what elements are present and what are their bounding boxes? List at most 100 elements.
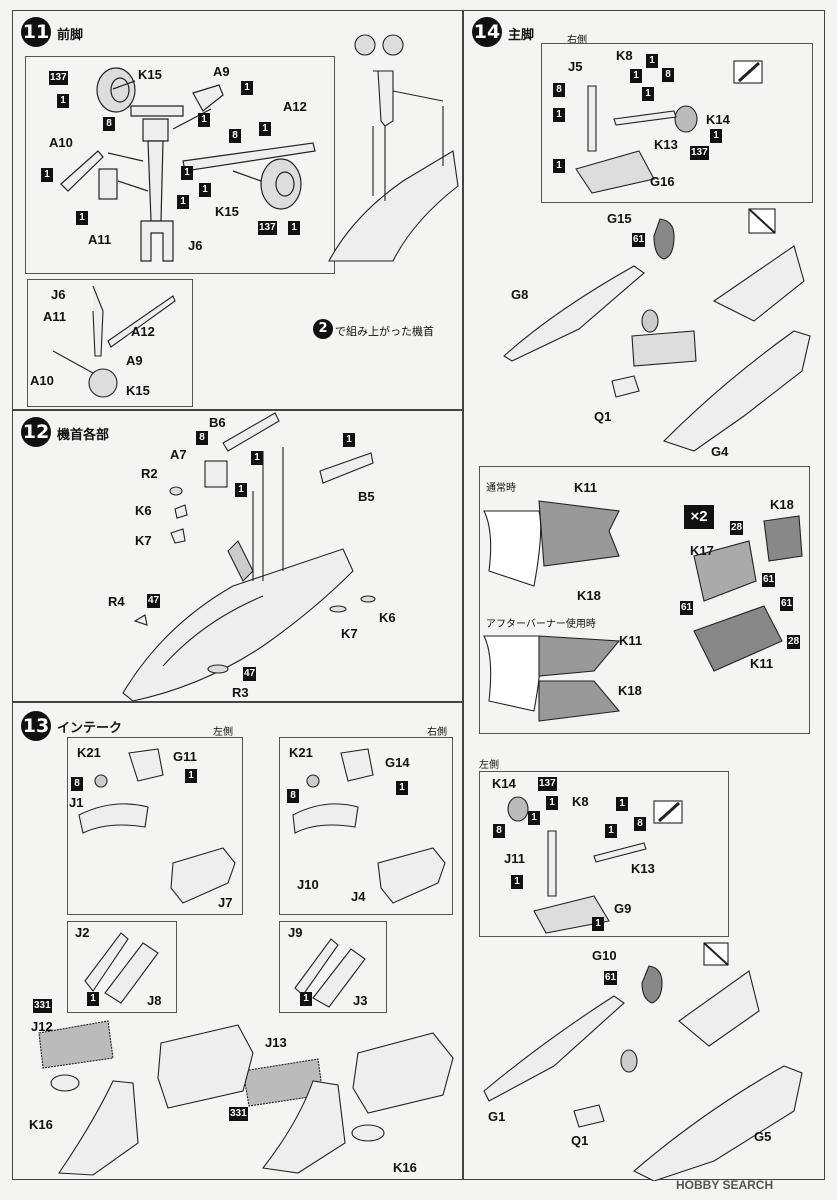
part-J5: J5: [568, 59, 583, 74]
nozzle-box: [479, 466, 810, 734]
paint-code-1: 1: [76, 211, 88, 225]
paint-code-1: 1: [343, 433, 355, 447]
part-J11: J11: [504, 851, 525, 866]
part-A12: A12: [131, 324, 155, 339]
part-K11: K11: [574, 480, 598, 495]
part-J6: J6: [51, 287, 66, 302]
step-number: 14: [472, 17, 502, 47]
part-K18: K18: [577, 588, 601, 603]
part-G1: G1: [488, 1109, 506, 1124]
part-A11: A11: [43, 309, 67, 324]
part-K21: K21: [77, 745, 101, 760]
part-G11: G11: [173, 749, 197, 764]
part-J7: J7: [218, 895, 233, 910]
paint-code-1: 1: [630, 69, 642, 83]
nose-gear-exploded-box: [25, 56, 335, 274]
part-K13: K13: [654, 137, 678, 152]
part-J2: J2: [75, 925, 90, 940]
paint-code-1: 1: [592, 917, 604, 931]
paint-code-1: 1: [396, 781, 408, 795]
part-K15: K15: [215, 204, 239, 219]
paint-code-8: 8: [634, 817, 646, 831]
paint-code-1: 1: [57, 94, 69, 108]
paint-code-61: 61: [762, 573, 776, 587]
paint-code-1: 1: [181, 166, 193, 180]
part-K15: K15: [138, 67, 162, 82]
paint-code-1: 1: [185, 769, 197, 783]
nose-gear-drawing: [52, 34, 459, 398]
step-title: 前脚: [57, 28, 84, 43]
step-reference-circle: 2: [313, 319, 333, 339]
paint-code-8: 8: [229, 129, 241, 143]
step-title: 機首各部: [57, 428, 110, 443]
part-K11: K11: [750, 656, 774, 671]
part-J10: J10: [297, 877, 319, 892]
part-K18: K18: [770, 497, 794, 512]
part-G9: G9: [614, 901, 632, 916]
paint-code-8: 8: [553, 83, 565, 97]
paint-code-137: 137: [690, 146, 709, 160]
nose-parts-drawing: [122, 412, 376, 702]
nose-assembled-note: で組み上がった機首: [335, 325, 434, 338]
paint-code-28: 28: [787, 635, 801, 649]
paint-code-331: 331: [229, 1107, 248, 1121]
part-A10: A10: [30, 373, 54, 388]
part-J8: J8: [147, 993, 162, 1008]
nose-gear-assembled-box: [27, 279, 193, 407]
step-11-panel: 11 前脚: [12, 10, 463, 410]
part-R4: R4: [108, 594, 125, 609]
part-J6: J6: [188, 238, 203, 253]
step-number: 11: [21, 17, 51, 47]
paint-code-61: 61: [632, 233, 646, 247]
paint-code-1: 1: [710, 129, 722, 143]
watermark-brand: HOBBY SEARCH: [676, 1178, 774, 1192]
paint-code-8: 8: [662, 68, 674, 82]
step-title: インテーク: [57, 721, 123, 736]
part-K15: K15: [126, 383, 150, 398]
part-K6: K6: [379, 610, 396, 625]
part-Q1: Q1: [571, 1133, 589, 1148]
paint-code-1: 1: [553, 159, 565, 173]
paint-code-1: 1: [646, 54, 658, 68]
part-K8: K8: [616, 48, 633, 63]
part-K14: K14: [706, 112, 730, 127]
paint-code-1: 1: [241, 81, 253, 95]
paint-code-1: 1: [198, 113, 210, 127]
paint-code-137: 137: [258, 221, 277, 235]
part-A9: A9: [213, 64, 230, 79]
left-main-gear-box: [479, 771, 729, 937]
part-R2: R2: [141, 466, 158, 481]
paint-code-1: 1: [546, 796, 558, 810]
part-K18: K18: [618, 683, 642, 698]
paint-code-47: 47: [147, 594, 161, 608]
step-number: 12: [21, 417, 51, 447]
part-K14: K14: [492, 776, 516, 791]
paint-code-1: 1: [605, 824, 617, 838]
part-J12: J12: [31, 1019, 53, 1034]
left-side-label: 左側: [213, 727, 233, 738]
paint-code-1: 1: [528, 811, 540, 825]
paint-code-61: 61: [780, 597, 794, 611]
paint-code-1: 1: [251, 451, 263, 465]
part-J3: J3: [353, 993, 368, 1008]
paint-code-1: 1: [616, 797, 628, 811]
intake-drawing: [38, 748, 454, 1176]
part-K11: K11: [619, 633, 643, 648]
part-J1: J1: [69, 795, 84, 810]
right-side-label: 右側: [427, 727, 447, 738]
paint-code-28: 28: [730, 521, 744, 535]
part-K7: K7: [341, 626, 358, 641]
part-B5: B5: [358, 489, 375, 504]
part-G10: G10: [592, 948, 617, 963]
step-13-panel: 13 インテーク 左側 右側 K21: [12, 702, 463, 1180]
paint-code-1: 1: [511, 875, 523, 889]
right-side-label: 右側: [567, 35, 587, 46]
part-G8: G8: [511, 287, 529, 302]
part-G15: G15: [607, 211, 632, 226]
step-14-panel: 14 主脚 右側 左側: [463, 10, 825, 1181]
paint-code-1: 1: [259, 122, 271, 136]
paint-code-61: 61: [680, 601, 694, 615]
paint-code-137: 137: [49, 71, 68, 85]
part-K21: K21: [289, 745, 313, 760]
step-number: 13: [21, 711, 51, 741]
